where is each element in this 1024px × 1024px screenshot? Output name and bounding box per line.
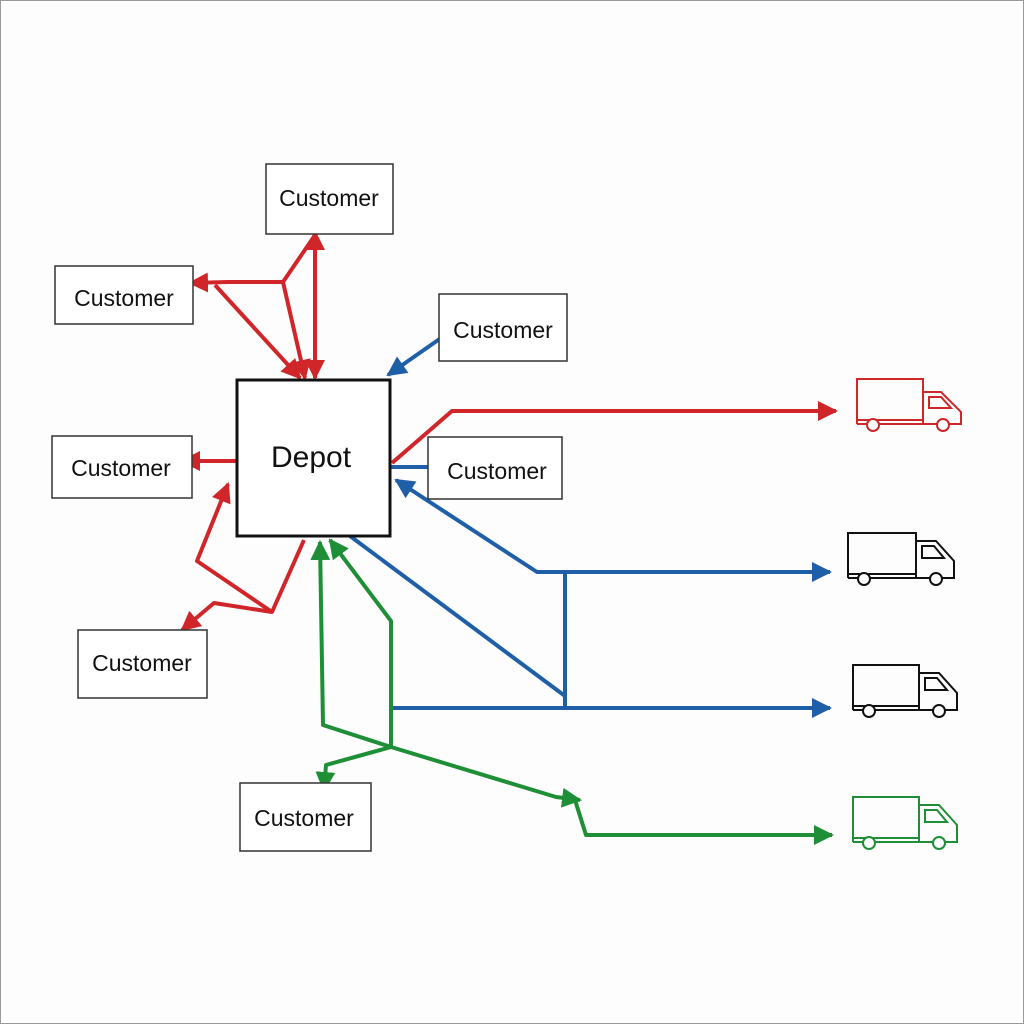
customer-label: Customer bbox=[447, 458, 547, 484]
customer-label: Customer bbox=[74, 285, 174, 311]
customer-node[interactable]: Customer bbox=[239, 782, 372, 852]
blue-edge-customer-to-depot bbox=[386, 336, 443, 377]
truck-icon bbox=[852, 664, 958, 718]
green-route bbox=[310, 538, 834, 845]
green-edge-to-mid-point bbox=[390, 745, 582, 808]
depot-label: Depot bbox=[271, 441, 352, 474]
customer-node[interactable]: Customer bbox=[77, 629, 208, 699]
red-edge-depot-to-red-truck bbox=[390, 401, 838, 465]
blue-edge-return-to-depot bbox=[394, 478, 565, 574]
customer-node[interactable]: Customer bbox=[265, 163, 394, 235]
green-edge-to-green-truck bbox=[573, 799, 834, 845]
customer-label: Customer bbox=[92, 650, 192, 676]
customer-node[interactable]: Customer bbox=[54, 265, 194, 325]
customer-node[interactable]: Customer bbox=[438, 293, 568, 362]
red-edge-lowleft-loop bbox=[180, 539, 306, 632]
red-edge-topleft-to-depot bbox=[213, 283, 302, 380]
truck-icon bbox=[856, 378, 962, 432]
depot-node[interactable]: Depot bbox=[235, 378, 392, 538]
truck-icon bbox=[847, 532, 955, 586]
customer-label: Customer bbox=[453, 317, 553, 343]
truck-icon bbox=[852, 796, 958, 850]
customer-label: Customer bbox=[279, 185, 379, 211]
red-edge-to-topleft-customer bbox=[188, 272, 283, 293]
customer-node[interactable]: Customer bbox=[427, 436, 563, 500]
red-edge-branch-top bbox=[281, 236, 315, 380]
blue-route bbox=[348, 336, 832, 718]
green-edge-to-bottom-customer bbox=[315, 745, 392, 792]
blue-edge-depot-diagonal bbox=[348, 534, 567, 698]
customer-label: Customer bbox=[71, 455, 171, 481]
customer-node[interactable]: Customer bbox=[51, 435, 193, 499]
green-edge-return-right bbox=[328, 538, 393, 747]
red-edge-lowleft-return bbox=[195, 482, 274, 614]
green-edge-return-left bbox=[310, 540, 392, 749]
customer-label: Customer bbox=[254, 805, 354, 831]
